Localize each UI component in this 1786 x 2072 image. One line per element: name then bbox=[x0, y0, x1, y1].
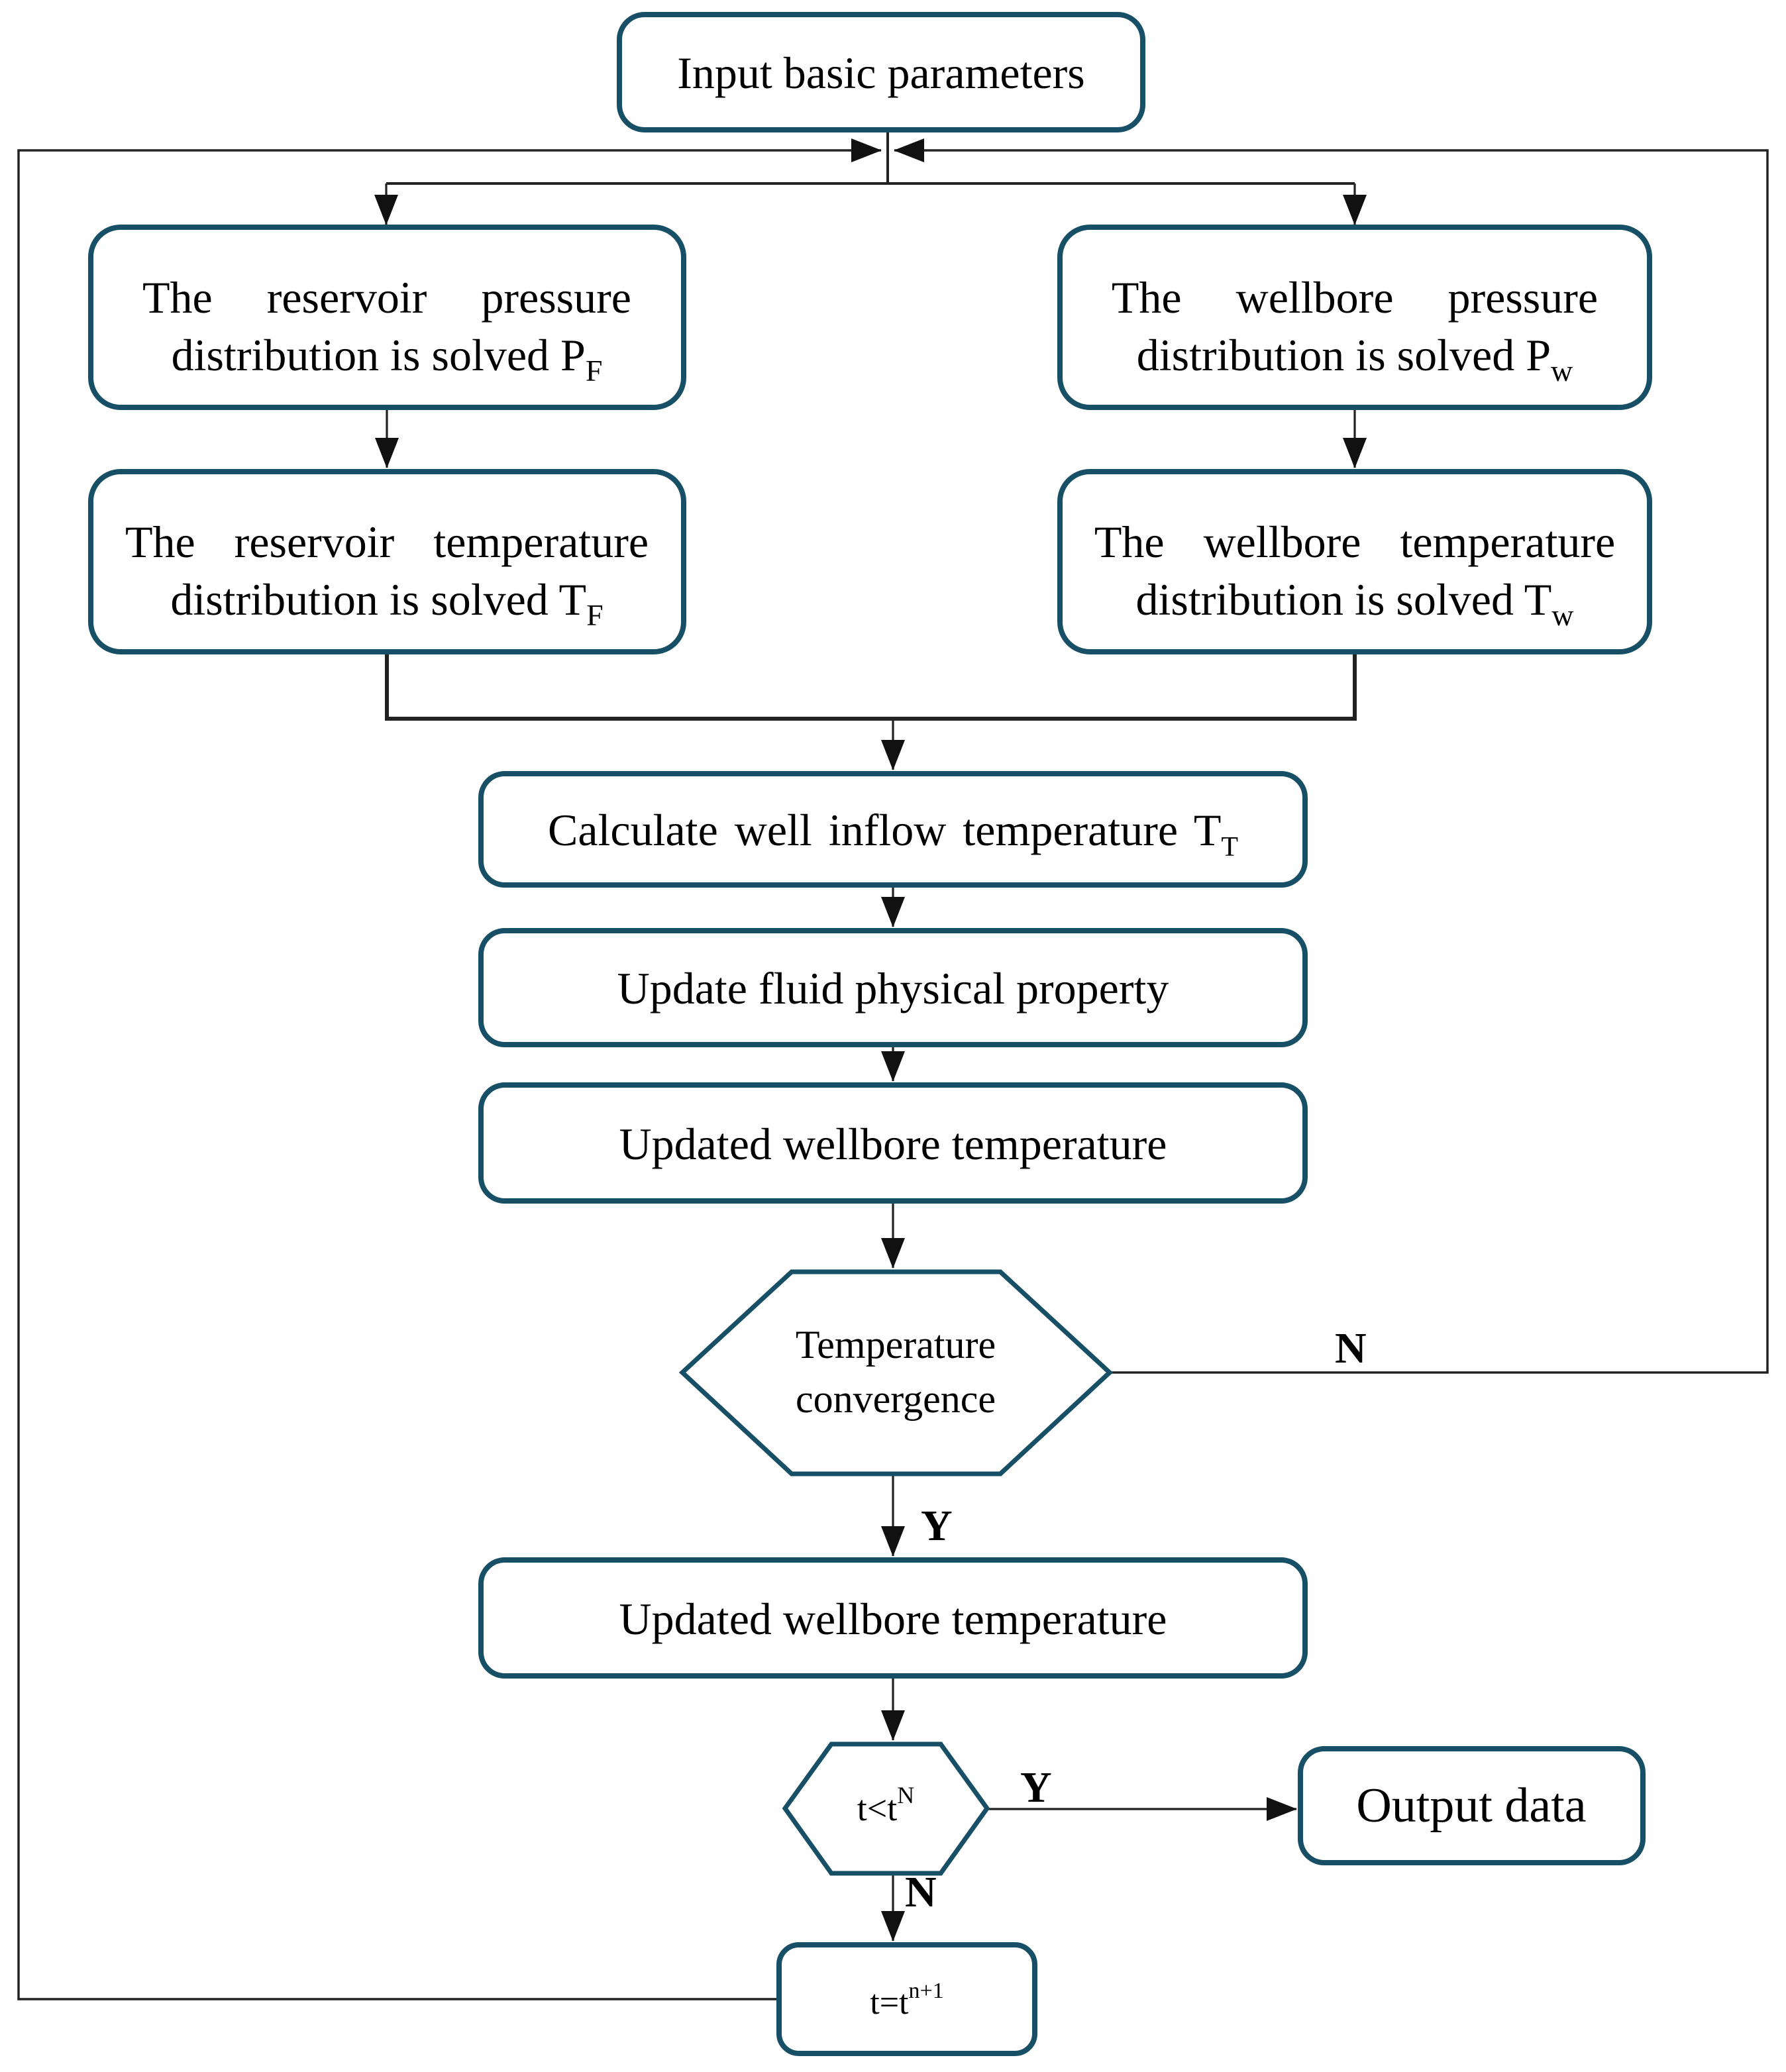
node-temperature-convergence: Temperature convergence bbox=[678, 1269, 1114, 1476]
input-basic-label: Input basic parameters bbox=[677, 48, 1085, 98]
reservoir-temperature-line1: The reservoir temperature bbox=[125, 517, 649, 567]
update-fluid-label: Update fluid physical property bbox=[617, 963, 1169, 1013]
output-data-box bbox=[1298, 1746, 1646, 1865]
reservoir-pressure-line2: distribution is solved PF bbox=[172, 330, 603, 388]
time-check-hexagon bbox=[782, 1741, 990, 1876]
node-calculate-inflow: Calculate well inflow temperature TT bbox=[478, 771, 1308, 888]
node-wellbore-pressure: The wellbore pressure distribution is so… bbox=[1057, 225, 1652, 410]
reservoir-pressure-box bbox=[88, 225, 686, 410]
wellbore-pressure-box bbox=[1057, 225, 1652, 410]
connector-left-return-loop bbox=[17, 138, 882, 2000]
reservoir-temperature-line2: distribution is solved TF bbox=[170, 574, 603, 632]
node-output-data: Output data bbox=[1298, 1746, 1646, 1865]
connector-merge bbox=[385, 651, 1357, 721]
node-reservoir-temperature: The reservoir temperature distribution i… bbox=[88, 469, 686, 654]
edge-labels: N Y Y N bbox=[905, 1324, 1367, 1916]
wellbore-temperature-line2: distribution is solved Tw bbox=[1135, 574, 1574, 632]
node-updated-wellbore-2: Updated wellbore temperature bbox=[478, 1557, 1308, 1679]
node-wellbore-temperature: The wellbore temperature distribution is… bbox=[1057, 469, 1652, 654]
reservoir-pressure-line1: The reservoir pressure bbox=[142, 272, 631, 323]
wellbore-temperature-box bbox=[1057, 469, 1652, 654]
label-convergence-no: N bbox=[1335, 1324, 1367, 1373]
node-input-basic: Input basic parameters bbox=[617, 12, 1145, 132]
node-reservoir-pressure: The reservoir pressure distribution is s… bbox=[88, 225, 686, 410]
reservoir-temperature-box bbox=[88, 469, 686, 654]
node-time-check: t<tN bbox=[782, 1741, 990, 1876]
time-check-label: t<tN bbox=[857, 1782, 914, 1828]
label-timecheck-no: N bbox=[905, 1868, 937, 1916]
wellbore-temperature-line1: The wellbore temperature bbox=[1094, 517, 1615, 567]
node-update-fluid: Update fluid physical property bbox=[478, 928, 1308, 1047]
node-updated-wellbore-1: Updated wellbore temperature bbox=[478, 1082, 1308, 1204]
label-timecheck-yes: Y bbox=[1020, 1763, 1052, 1812]
connector-convergence-no-loop bbox=[894, 138, 1769, 1374]
update-fluid-box bbox=[478, 928, 1308, 1047]
calculate-inflow-label: Calculate well inflow temperature TT bbox=[548, 805, 1238, 862]
connectors bbox=[17, 130, 1769, 2000]
input-basic-box bbox=[617, 12, 1145, 132]
updated-wellbore-2-label: Updated wellbore temperature bbox=[619, 1594, 1167, 1644]
wellbore-pressure-line2: distribution is solved Pw bbox=[1137, 330, 1573, 388]
output-data-label: Output data bbox=[1356, 1779, 1586, 1833]
time-step-box bbox=[776, 1942, 1037, 2056]
wellbore-pressure-line1: The wellbore pressure bbox=[1112, 272, 1598, 323]
time-step-label: t=tn+1 bbox=[870, 1979, 943, 2022]
temperature-convergence-hexagon bbox=[678, 1269, 1114, 1476]
calculate-inflow-box bbox=[478, 771, 1308, 888]
updated-wellbore-1-box bbox=[478, 1082, 1308, 1204]
temperature-convergence-line2: convergence bbox=[796, 1377, 996, 1421]
label-convergence-yes: Y bbox=[921, 1502, 953, 1550]
updated-wellbore-1-label: Updated wellbore temperature bbox=[619, 1119, 1167, 1169]
updated-wellbore-2-box bbox=[478, 1557, 1308, 1679]
node-time-step: t=tn+1 bbox=[776, 1942, 1037, 2056]
temperature-convergence-line1: Temperature bbox=[796, 1323, 996, 1367]
